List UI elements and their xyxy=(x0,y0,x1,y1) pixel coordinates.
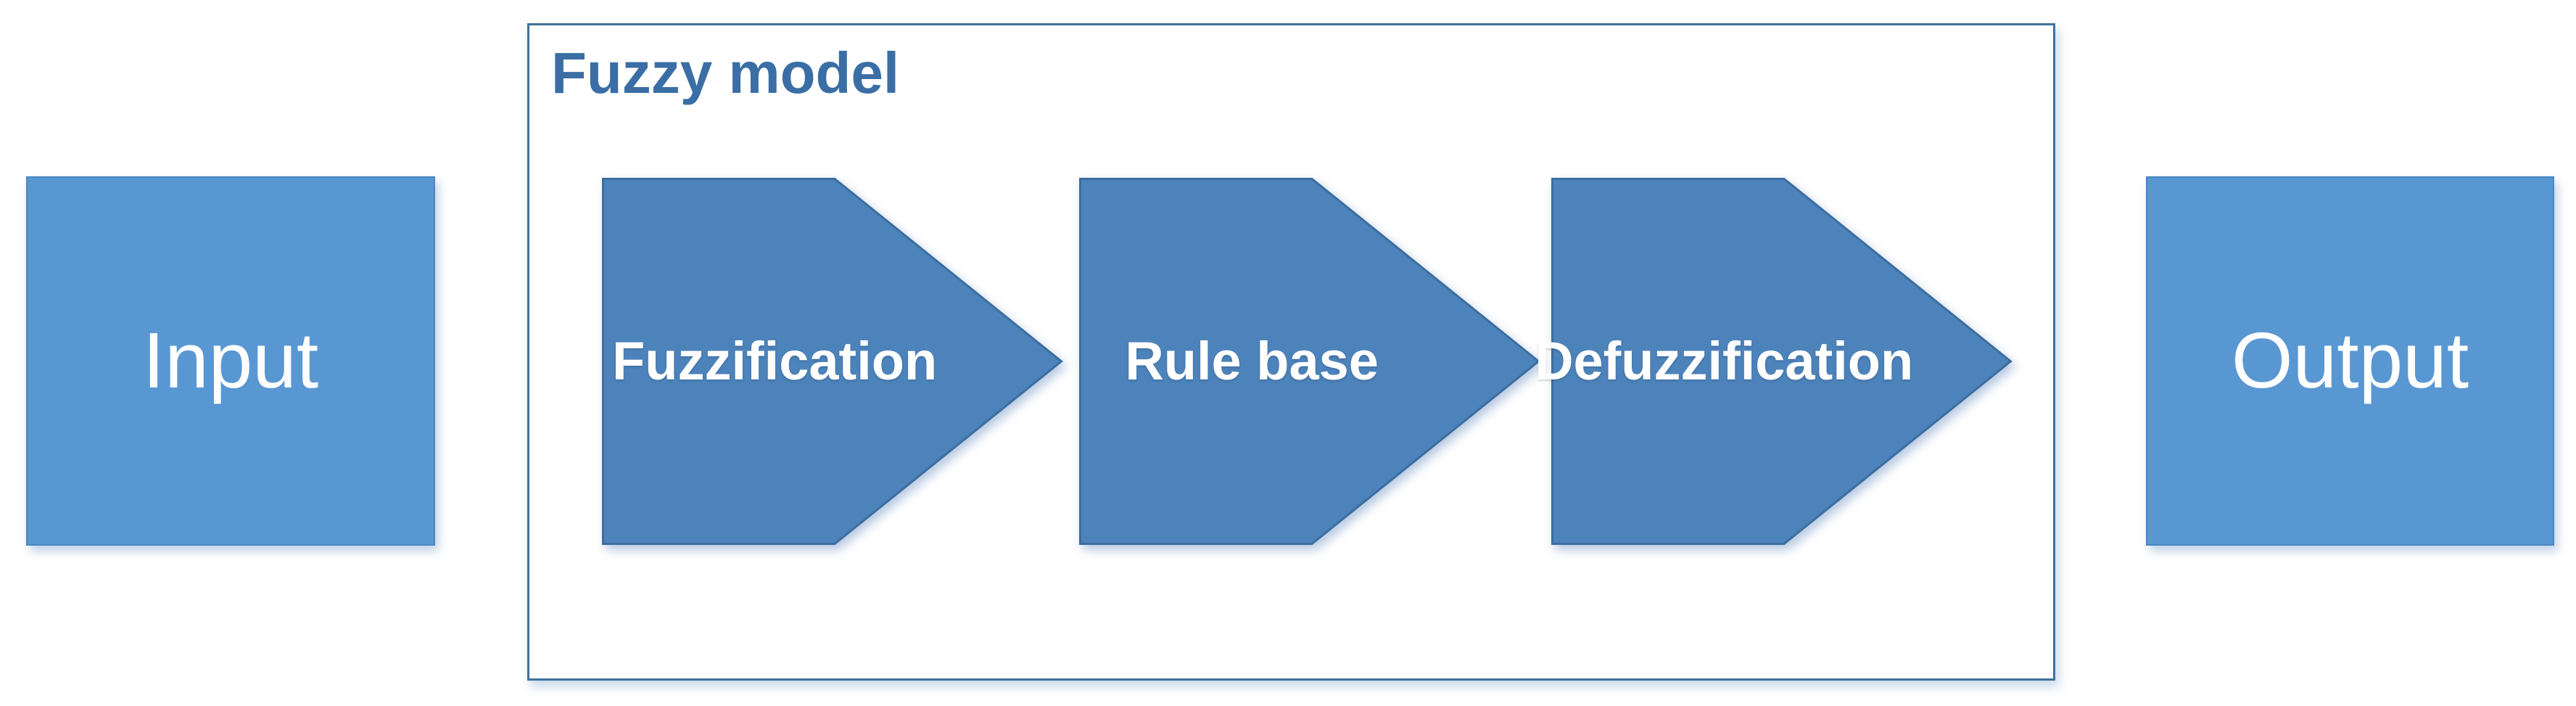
input-label: Input xyxy=(142,316,319,405)
step-arrow-fuzzification: Fuzzification xyxy=(602,178,1063,545)
arrow-right-shape xyxy=(602,178,1063,545)
step-arrow-defuzzification: Defuzzification xyxy=(1535,178,2012,545)
step-label-defuzzification: Defuzzification xyxy=(1535,331,1914,391)
arrow-right-polygon xyxy=(602,178,1063,545)
output-box: Output xyxy=(2146,176,2554,546)
arrow-right-polygon xyxy=(1079,178,1540,545)
output-label: Output xyxy=(2231,316,2469,405)
arrow-right-polygon xyxy=(1551,178,2012,545)
fuzzy-model-frame: Fuzzy model Fuzzification Rule base Defu… xyxy=(527,23,2055,681)
input-box: Input xyxy=(26,176,435,546)
step-arrow-rule-base: Rule base xyxy=(1079,178,1540,545)
arrow-right-shape xyxy=(1079,178,1540,545)
arrow-right-shape xyxy=(1551,178,2012,545)
fuzzy-model-title: Fuzzy model xyxy=(551,41,900,105)
step-label-rule-base: Rule base xyxy=(1125,331,1379,391)
step-label-fuzzification: Fuzzification xyxy=(612,331,938,391)
